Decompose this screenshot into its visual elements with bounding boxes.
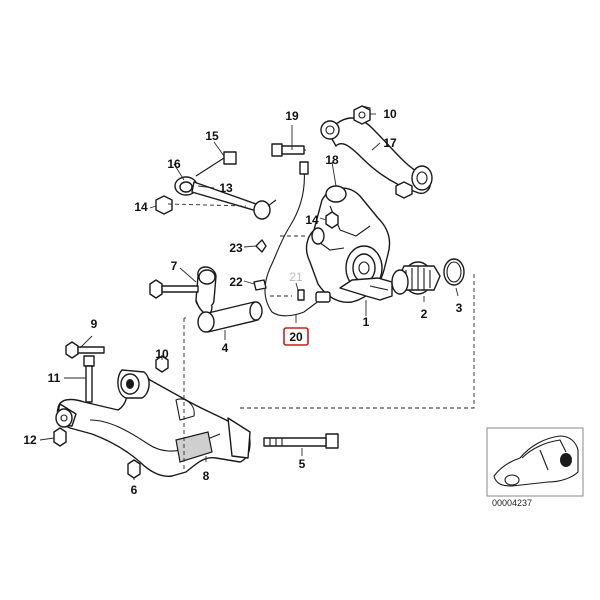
- nut-18: [395, 181, 413, 199]
- callout-11[interactable]: 11: [48, 371, 61, 385]
- callout-19[interactable]: 19: [285, 109, 299, 123]
- speed-sensor-cable: [264, 161, 331, 317]
- lower-control-arm: [55, 369, 251, 477]
- callout-2[interactable]: 2: [421, 307, 428, 321]
- washer-16: [179, 181, 193, 193]
- callout-23[interactable]: 23: [229, 241, 243, 255]
- retaining-ring: [443, 258, 465, 286]
- bolt-9: [65, 341, 105, 359]
- car-silhouette: [493, 435, 579, 487]
- bolt-15: [195, 151, 237, 177]
- callout-12[interactable]: 12: [23, 433, 37, 447]
- callout-20-highlight-box: [283, 327, 309, 346]
- callout-16[interactable]: 16: [167, 157, 181, 171]
- callout-8[interactable]: 8: [203, 469, 210, 483]
- callout-10-lower[interactable]: 10: [155, 347, 169, 361]
- vehicle-inset: 00004237: [486, 427, 584, 508]
- nut-12: [53, 427, 67, 447]
- callout-4[interactable]: 4: [222, 341, 229, 355]
- callout-17[interactable]: 17: [383, 136, 397, 150]
- callouts: 1 2 3 4 5 6 7 8 9 10 10 11 12 13 14 14 1…: [23, 107, 462, 497]
- callout-21[interactable]: 21: [289, 270, 303, 284]
- callout-22[interactable]: 22: [229, 275, 243, 289]
- callout-3[interactable]: 3: [456, 301, 463, 315]
- bolt-14-carrier: [325, 211, 339, 229]
- callout-10-upper[interactable]: 10: [383, 107, 397, 121]
- reference-number: 00004237: [492, 498, 532, 508]
- callout-1[interactable]: 1: [363, 315, 370, 329]
- output-flange: [391, 261, 441, 295]
- callout-6[interactable]: 6: [131, 483, 138, 497]
- screw-21: [297, 289, 305, 301]
- upper-control-arm: [320, 105, 433, 194]
- location-marker: [560, 453, 572, 467]
- wheel-carrier: [305, 185, 393, 303]
- bolt-19: [271, 143, 306, 157]
- clip-22: [253, 279, 267, 291]
- nut-10-top: [353, 105, 371, 125]
- callout-13[interactable]: 13: [219, 181, 233, 195]
- callout-15[interactable]: 15: [205, 129, 219, 143]
- callout-18[interactable]: 18: [325, 153, 339, 167]
- callout-14-carrier[interactable]: 14: [305, 213, 319, 227]
- callout-5[interactable]: 5: [299, 457, 306, 471]
- bolt-5: [263, 433, 339, 449]
- callout-20[interactable]: 20: [289, 330, 303, 344]
- link-7: [195, 266, 217, 315]
- nut-6: [127, 459, 141, 479]
- bushing-4: [197, 301, 263, 333]
- callout-7[interactable]: 7: [171, 259, 178, 273]
- callout-14-left[interactable]: 14: [134, 200, 148, 214]
- bolt-7: [149, 279, 199, 299]
- nut-14-left: [155, 195, 173, 215]
- clip-23: [255, 239, 267, 253]
- bolt-11: [83, 355, 95, 403]
- callout-9[interactable]: 9: [91, 317, 98, 331]
